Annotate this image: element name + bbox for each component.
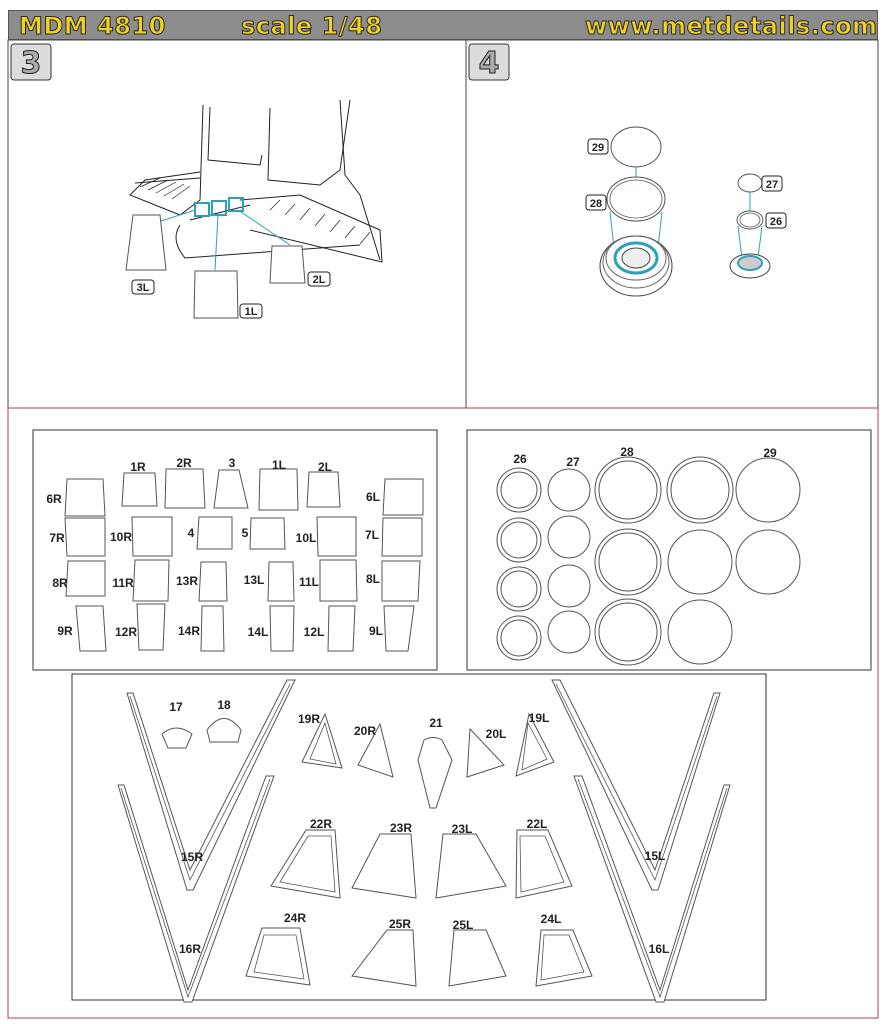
label-15r: 15R: [181, 850, 203, 864]
canopy-windows: [194, 197, 244, 217]
label-6r: 6R: [46, 492, 62, 506]
label-11l: 11L: [299, 575, 319, 589]
aircraft-fuselage-drawing: [129, 99, 383, 263]
label-7l: 7L: [365, 528, 379, 542]
label-16l: 16L: [649, 942, 670, 956]
label-23r: 23R: [390, 821, 412, 835]
label-24l: 24L: [541, 912, 562, 926]
label-1l: 1L: [272, 458, 286, 472]
label-26: 26: [513, 452, 527, 466]
label-2r: 2R: [176, 456, 192, 470]
label-19l: 19L: [529, 711, 550, 725]
label-28: 28: [620, 445, 634, 459]
step-3-number: 3: [21, 46, 42, 81]
label-23l: 23L: [452, 822, 473, 836]
label-12r: 12R: [115, 625, 137, 639]
product-code: MDM 4810: [19, 12, 166, 41]
label-25r: 25R: [389, 917, 411, 931]
label-15l: 15L: [645, 849, 666, 863]
canopy-mask-labels: 17 18 19R 20R 21 20L 19L 15R 15L 16R 16L…: [169, 698, 669, 956]
scale-label: scale 1/48: [240, 12, 383, 41]
label-14r: 14R: [178, 624, 200, 638]
label-17: 17: [169, 700, 183, 714]
label-8l: 8L: [366, 572, 380, 586]
callout-tags: 3L 1L 2L: [131, 271, 331, 319]
label-29: 29: [763, 446, 777, 460]
label-5: 5: [242, 526, 249, 540]
mask-sheet-canopy: 17 18 19R 20R 21 20L 19L 15R 15L 16R 16L…: [71, 673, 767, 1003]
label-19r: 19R: [298, 712, 320, 726]
label-18: 18: [217, 698, 231, 712]
step-4-panel: 4 29 28: [468, 43, 787, 297]
label-2l: 2L: [318, 460, 332, 474]
mask-sheet-windows: 1R 2R 3 1L 2L 6R 6L 4 5 7R 10R 10L 7L 8R…: [32, 429, 438, 671]
label-10r: 10R: [110, 530, 132, 544]
callout-29: 29: [592, 142, 604, 154]
step-4-number: 4: [479, 46, 500, 81]
label-20l: 20L: [486, 727, 507, 741]
mask-sheet-wheels: 26 27 28 29: [466, 429, 872, 671]
label-22r: 22R: [310, 817, 332, 831]
label-9r: 9R: [57, 624, 73, 638]
label-8r: 8R: [52, 576, 68, 590]
label-16r: 16R: [179, 942, 201, 956]
label-11r: 11R: [112, 576, 134, 590]
label-12l: 12L: [304, 625, 325, 639]
label-20r: 20R: [354, 724, 376, 738]
wheel-masks: [496, 456, 801, 666]
tail-wheel-assembly: [729, 173, 771, 279]
header-bar: MDM 4810 scale 1/48 www.metdetails.com: [8, 10, 878, 41]
callout-leaders: [157, 209, 291, 271]
wheel-callout-tags: 29 28 27 26: [585, 138, 787, 229]
label-4: 4: [188, 526, 195, 540]
label-27: 27: [566, 455, 580, 469]
label-25l: 25L: [453, 918, 474, 932]
callout-3l: 3L: [137, 282, 150, 294]
callout-28: 28: [590, 198, 602, 210]
label-9l: 9L: [369, 624, 383, 638]
canopy-frame-masks: [117, 679, 731, 1003]
label-24r: 24R: [284, 911, 306, 925]
label-10l: 10L: [296, 531, 317, 545]
instruction-frame: [7, 39, 879, 1019]
label-13r: 13R: [176, 574, 198, 588]
callout-2l: 2L: [313, 274, 326, 286]
wheel-mask-labels: 26 27 28 29: [513, 445, 777, 469]
step-3-panel: 3: [10, 43, 383, 319]
callout-27: 27: [766, 179, 778, 191]
window-masks-outline: [125, 214, 306, 319]
label-3: 3: [229, 456, 236, 470]
label-7r: 7R: [49, 531, 65, 545]
window-mask-labels: 1R 2R 3 1L 2L 6R 6L 4 5 7R 10R 10L 7L 8R…: [46, 456, 383, 639]
label-1r: 1R: [130, 460, 146, 474]
callout-1l: 1L: [245, 306, 258, 318]
label-13l: 13L: [244, 573, 265, 587]
website-url: www.metdetails.com: [585, 12, 878, 41]
main-wheel-assembly: [599, 126, 673, 297]
window-masks: [64, 468, 424, 652]
label-21: 21: [429, 716, 443, 730]
callout-26: 26: [770, 216, 782, 228]
label-14l: 14L: [248, 625, 269, 639]
label-22l: 22L: [527, 817, 548, 831]
label-6l: 6L: [366, 490, 380, 504]
